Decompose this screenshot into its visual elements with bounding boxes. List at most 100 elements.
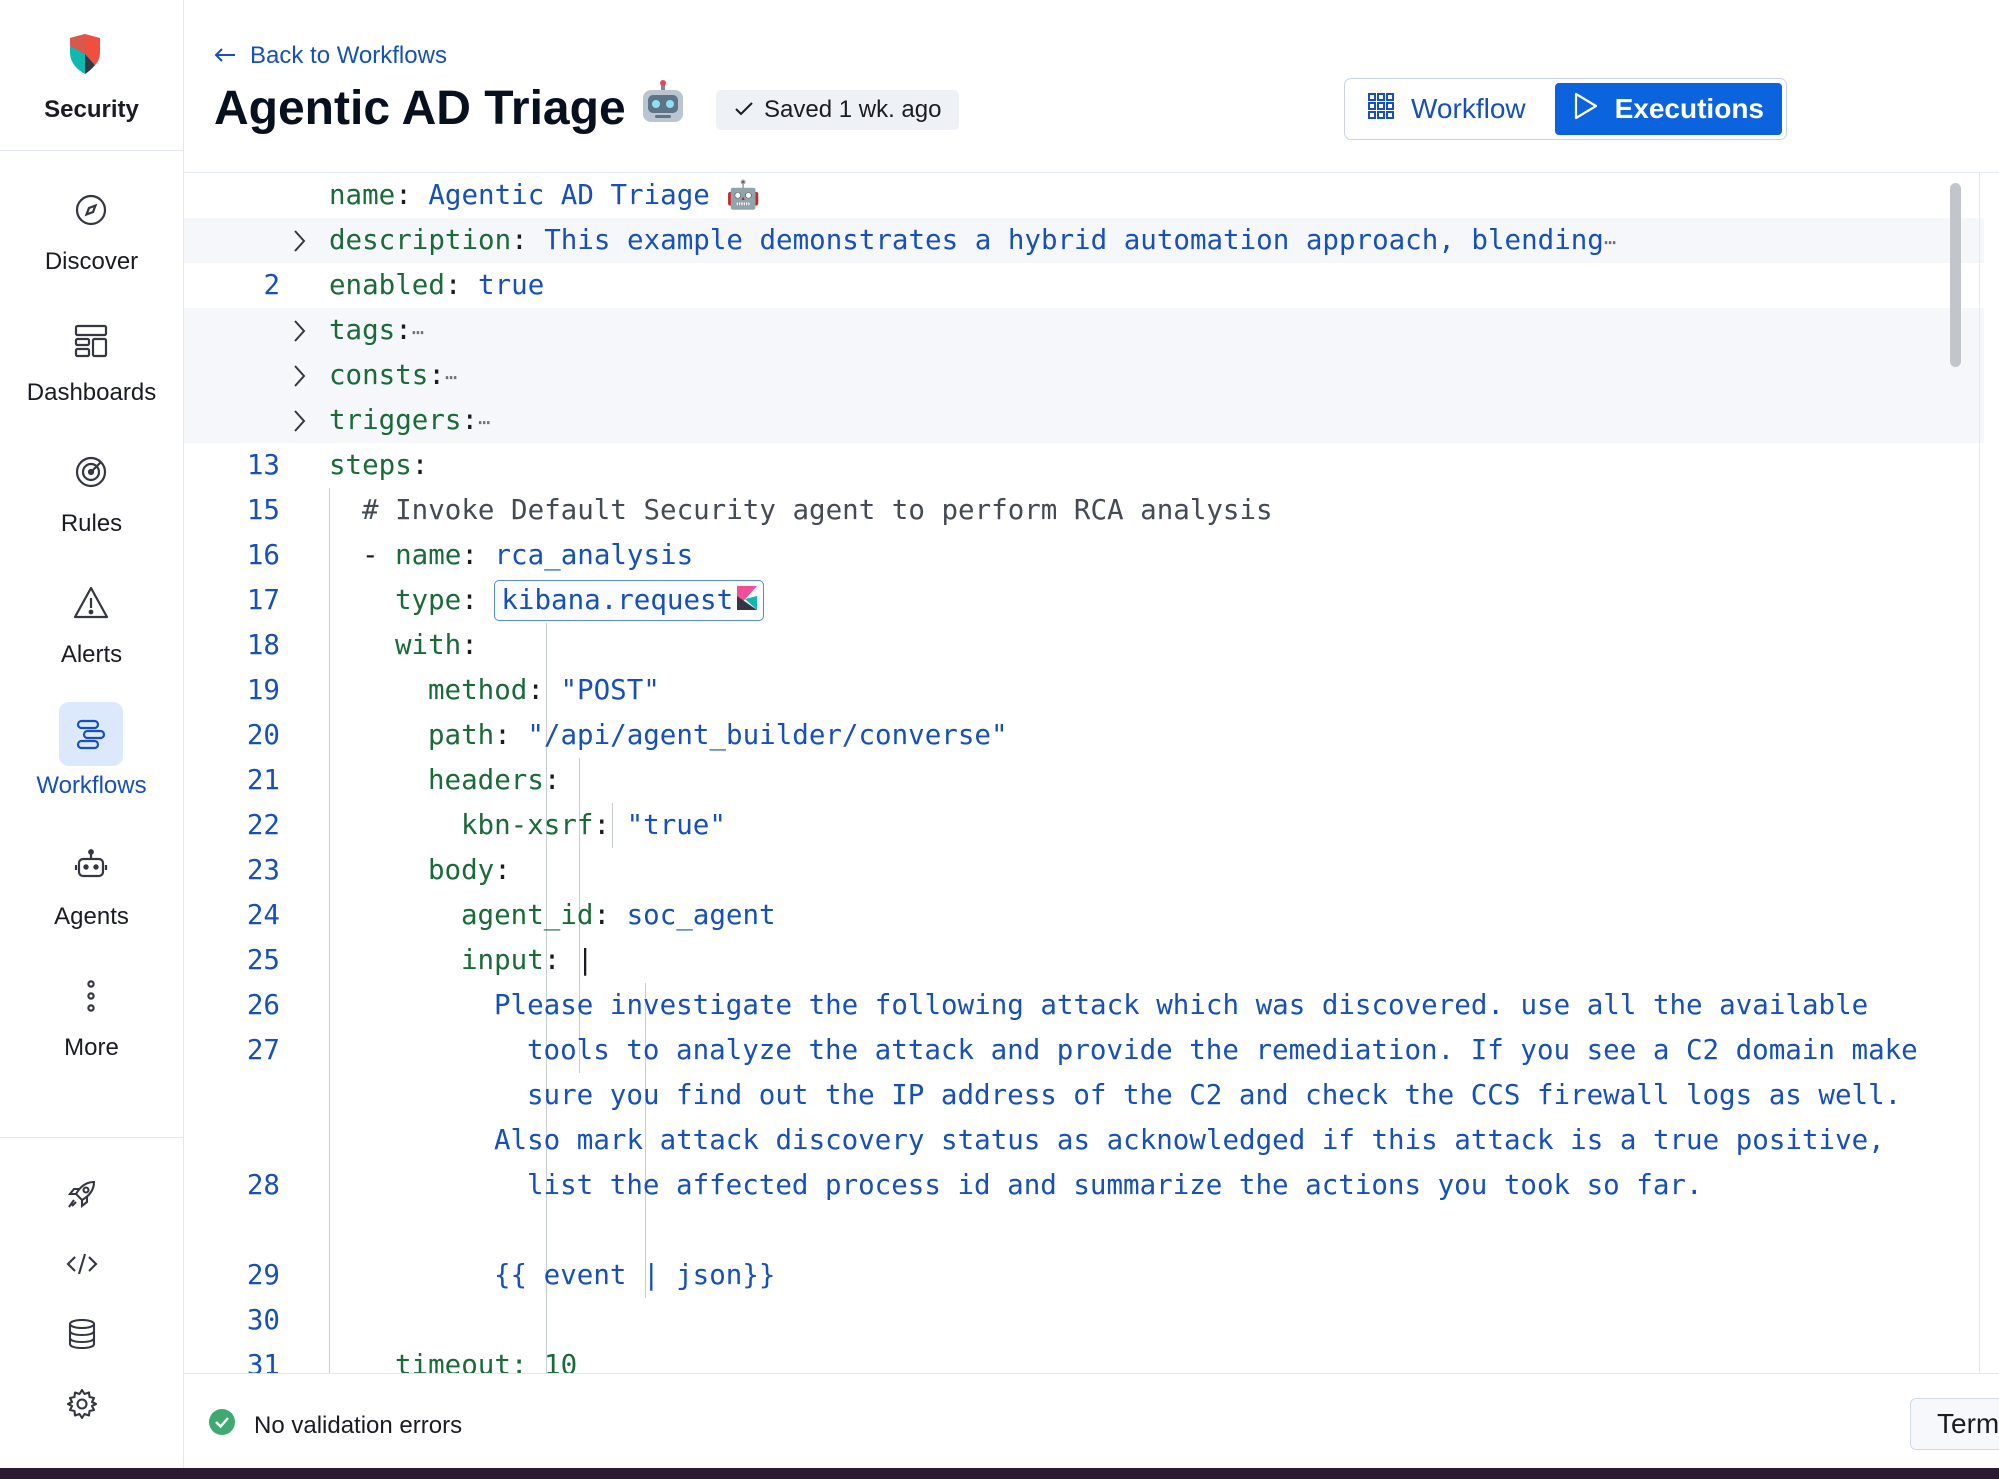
line-number: 23: [246, 854, 280, 886]
line-number: 18: [246, 629, 280, 661]
step-type-badge[interactable]: kibana.request: [494, 580, 765, 621]
validation-status: No validation errors: [208, 1408, 462, 1443]
sidebar-item-dashboards[interactable]: Dashboards: [0, 309, 183, 429]
sidebar-item-label: Alerts: [60, 641, 123, 668]
yaml-key: name: [395, 539, 462, 571]
sidebar-item-label: Dashboards: [26, 379, 157, 406]
workflow-tab-button[interactable]: Workflow: [1349, 83, 1555, 135]
yaml-value: true: [478, 269, 545, 301]
sidebar-item-discover[interactable]: Discover: [0, 178, 183, 298]
sidebar-item-agents[interactable]: Agents: [0, 833, 183, 953]
code-line: 18 type: kibana.request: [184, 578, 1984, 661]
arrow-left-icon: [214, 42, 236, 70]
yaml-key: path: [428, 719, 495, 751]
chevron-right-icon[interactable]: [292, 218, 314, 267]
app-brand[interactable]: Security: [0, 0, 183, 151]
executions-tab-button[interactable]: Executions: [1554, 83, 1782, 135]
compass-icon: [59, 178, 123, 242]
yaml-key: name: [329, 179, 396, 211]
yaml-value: soc_agent: [626, 899, 776, 931]
code-line-wrap: list the affected process id and summari…: [184, 1163, 1984, 1208]
gear-icon[interactable]: [66, 1388, 98, 1420]
yaml-string-line: list the affected process id and summari…: [527, 1169, 1703, 1201]
yaml-value: Agentic AD Triage 🤖: [428, 179, 761, 211]
check-circle-icon: [208, 1408, 236, 1443]
code-line: 26 input: |: [184, 938, 1984, 1021]
app-name: Security: [44, 96, 139, 123]
database-icon[interactable]: [66, 1318, 98, 1350]
security-logo-icon: [68, 34, 102, 79]
sidebar-item-label: More: [64, 1034, 119, 1061]
code-line: 21 path: "/api/agent_builder/converse": [184, 713, 1984, 796]
code-line: 23 kbn-xsrf: "true": [184, 803, 1984, 886]
code-line: 17 - name: rca_analysis: [184, 533, 1984, 616]
yaml-value: "POST": [560, 674, 660, 706]
code-line: 1 name: Agentic AD Triage 🤖: [184, 173, 1984, 256]
terminal-button-label: Term: [1937, 1408, 1999, 1439]
code-icon[interactable]: [66, 1248, 98, 1280]
executions-tab-label: Executions: [1614, 93, 1764, 124]
sidebar-item-label: Discover: [44, 248, 139, 275]
robot-emoji-icon: [640, 80, 686, 136]
line-number: 13: [246, 449, 280, 481]
editor-status-bar: No validation errors: [184, 1373, 1999, 1469]
sidebar-item-rules[interactable]: Rules: [0, 440, 183, 560]
code-line: 10 consts:⋯: [184, 353, 1984, 436]
code-line: 31: [184, 1298, 1984, 1373]
code-line: 7 tags:⋯: [184, 308, 1984, 391]
code-line-wrap: sure you find out the IP address of the …: [184, 1073, 1984, 1118]
code-line: 32 timeout: 10: [184, 1343, 1984, 1373]
workflow-tab-label: Workflow: [1411, 93, 1526, 124]
yaml-value: rca_analysis: [494, 539, 694, 571]
indent-guide: [645, 983, 646, 1298]
yaml-code-editor[interactable]: 1 name: Agentic AD Triage 🤖 2 descriptio…: [184, 172, 1999, 1373]
yaml-key: steps: [329, 449, 412, 481]
play-icon: [1573, 91, 1599, 128]
yaml-string-line: Please investigate the following attack …: [494, 989, 1869, 1021]
yaml-comment: # Invoke Default Security agent to perfo…: [362, 494, 1273, 526]
step-type-value: kibana.request: [501, 584, 734, 616]
code-line: 2 description: This example demonstrates…: [184, 218, 1984, 301]
back-link-label: Back to Workflows: [250, 42, 447, 69]
page-title-text: Agentic AD Triage: [214, 81, 626, 135]
validation-text: No validation errors: [254, 1411, 463, 1439]
sidebar-item-label: Rules: [60, 510, 123, 537]
yaml-block-indicator: |: [576, 944, 594, 976]
line-number: 24: [246, 899, 280, 931]
back-to-workflows-link[interactable]: Back to Workflows: [214, 42, 447, 70]
chevron-right-icon[interactable]: [292, 398, 314, 447]
indent-guide: [579, 758, 580, 1073]
line-number: 30: [246, 1304, 280, 1336]
yaml-value: "/api/agent_builder/converse": [527, 719, 1008, 751]
editor-scrollbar-thumb[interactable]: [1950, 183, 1961, 367]
sidebar-item-alerts[interactable]: Alerts: [0, 571, 183, 691]
saved-status-text: Saved 1 wk. ago: [764, 96, 942, 123]
window-bottom-edge: [0, 1468, 1999, 1479]
folded-ellipsis[interactable]: ⋯: [444, 365, 457, 389]
chevron-right-icon[interactable]: [292, 353, 314, 402]
indent-guide: [546, 623, 547, 1373]
checkmark-icon: [734, 96, 754, 124]
robot-icon: [59, 833, 123, 897]
terminal-button[interactable]: Term: [1910, 1398, 1999, 1450]
editor-minimap-border: [1979, 173, 1980, 1373]
sidebar-item-workflows[interactable]: Workflows: [0, 702, 183, 822]
line-number: 19: [246, 674, 280, 706]
line-number: 28: [246, 1169, 280, 1201]
kibana-logo-icon: [737, 582, 758, 620]
workflow-icon: [59, 702, 123, 766]
folded-ellipsis[interactable]: ⋯: [478, 410, 491, 434]
warning-icon: [59, 571, 123, 635]
code-line: 29: [184, 1208, 1984, 1291]
code-line: 27 Please investigate the following atta…: [184, 983, 1984, 1066]
radar-icon: [59, 440, 123, 504]
line-number: 17: [246, 584, 280, 616]
sidebar-divider: [0, 1137, 183, 1138]
folded-ellipsis[interactable]: ⋯: [411, 320, 424, 344]
folded-ellipsis[interactable]: ⋯: [1603, 230, 1616, 254]
saved-status-badge: Saved 1 wk. ago: [716, 90, 960, 130]
yaml-key: timeout: 10: [395, 1349, 578, 1373]
chevron-right-icon[interactable]: [292, 308, 314, 357]
sidebar-item-more[interactable]: More: [0, 964, 183, 1084]
rocket-icon[interactable]: [66, 1178, 98, 1210]
